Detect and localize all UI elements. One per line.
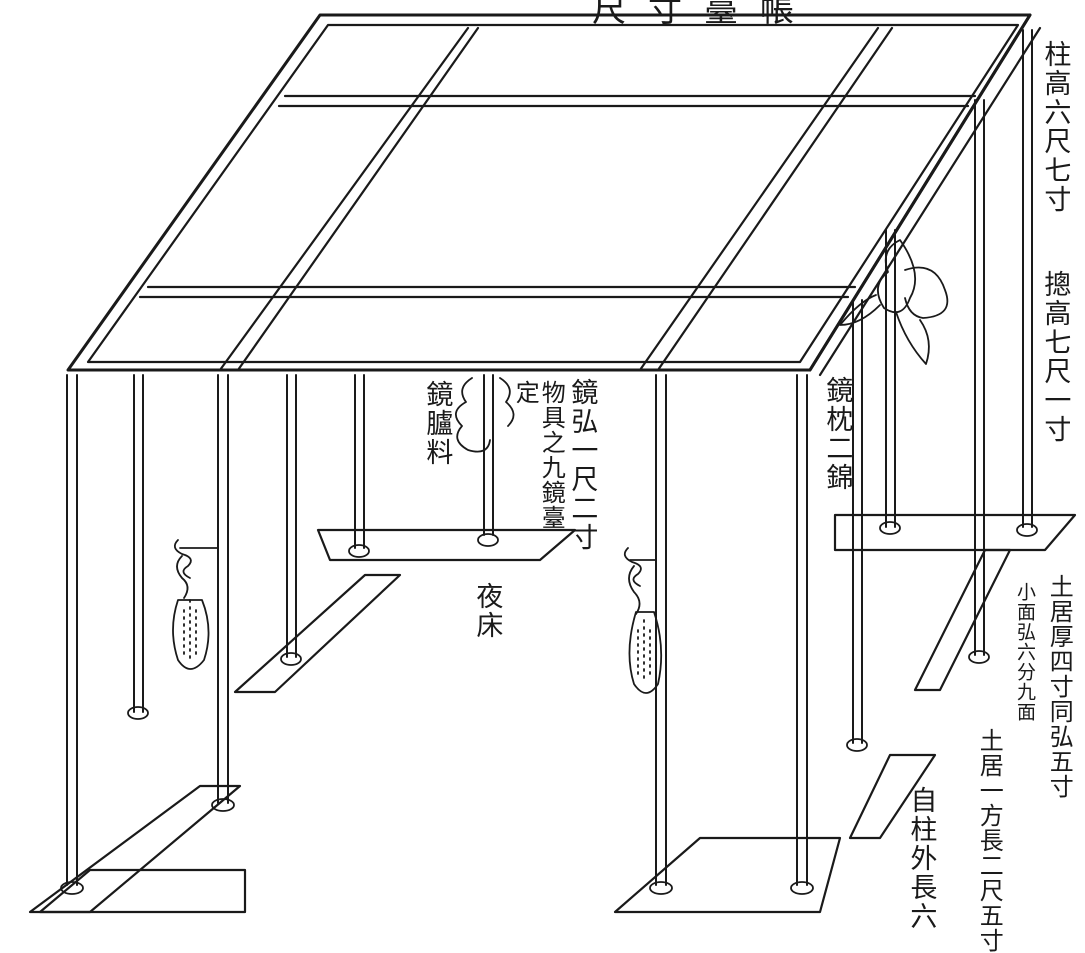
- roof-inner: [86, 23, 1020, 364]
- base-plate-back-center: [316, 528, 577, 562]
- label-mirror-arc: 鏡弘一尺二寸: [566, 378, 598, 552]
- label-night-bed: 夜床: [471, 582, 503, 640]
- pillar-feet: [60, 521, 1038, 895]
- base-plates: [28, 513, 1077, 914]
- roof-long-rail-2: [638, 26, 880, 372]
- label-frame-height: 摠高七尺一寸: [1039, 270, 1071, 444]
- base-plate-right: [848, 753, 937, 840]
- tent-frame-drawing: [28, 13, 1077, 914]
- bow-knot-ornament: [839, 239, 949, 365]
- base-plate-right-back: [913, 548, 1012, 692]
- label-mirror-pillow: 鏡枕二錦: [821, 376, 853, 492]
- base-plate-front-right: [613, 836, 842, 914]
- roof-long-rail-1b: [236, 26, 480, 372]
- base-plate-front-left-rail: [38, 868, 247, 914]
- label-base-square: 土居一方長二尺五寸: [975, 728, 1004, 953]
- label-base-thickness: 土居厚四寸同弘五寸: [1045, 574, 1074, 799]
- label-small-face: 小面弘六分九面: [1013, 582, 1036, 722]
- cloud-ornament-center: [455, 377, 515, 453]
- label-mirror-note: 物具之九鏡臺: [537, 380, 566, 530]
- base-plate-back-left: [233, 573, 402, 694]
- tassel-right: [623, 547, 663, 694]
- label-mirror-frame-material: 鏡臚料: [421, 380, 453, 467]
- tassel-left: [172, 539, 219, 670]
- side-frame: [808, 13, 1042, 377]
- roof-long-rail-2b: [656, 26, 894, 372]
- roof-long-rail-1: [218, 26, 470, 372]
- base-plate-far-right: [833, 513, 1077, 552]
- pillars: [66, 29, 1033, 886]
- label-pillar-height: 柱高六尺七寸: [1039, 40, 1071, 214]
- label-outer-length: 自柱外長六: [905, 786, 937, 931]
- label-mirror-note-end: 定: [511, 380, 540, 405]
- title-text: 尺寸臺帳: [592, 0, 816, 30]
